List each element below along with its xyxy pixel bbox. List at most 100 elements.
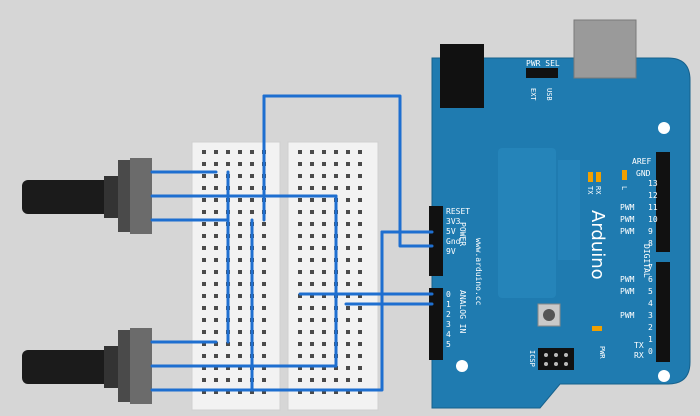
breadboard-hole [214, 282, 218, 286]
breadboard-hole [214, 366, 218, 370]
breadboard-hole [226, 366, 230, 370]
analog-pin-label: 3 [446, 320, 451, 329]
gnd-label: GND [636, 169, 651, 178]
digital-pin-label: 4 [648, 299, 653, 308]
breadboard-hole [202, 294, 206, 298]
breadboard-hole [202, 210, 206, 214]
breadboard-hole [262, 234, 266, 238]
digital-pin-label: 9 [648, 227, 653, 236]
breadboard-hole [238, 342, 242, 346]
breadboard-hole [202, 174, 206, 178]
breadboard-hole [250, 390, 254, 394]
ext-label: EXT [529, 88, 537, 101]
breadboard-hole [214, 258, 218, 262]
breadboard-hole [202, 258, 206, 262]
digital-pin-label: 12 [648, 191, 658, 200]
breadboard-hole [202, 222, 206, 226]
breadboard-hole [298, 222, 302, 226]
breadboard-hole [346, 198, 350, 202]
breadboard-hole [238, 270, 242, 274]
breadboard-hole [358, 270, 362, 274]
breadboard-hole [202, 186, 206, 190]
potentiometer-icon[interactable] [22, 328, 152, 404]
breadboard-hole [262, 222, 266, 226]
breadboard-hole [250, 186, 254, 190]
breadboard-hole [346, 294, 350, 298]
breadboard-hole [310, 210, 314, 214]
breadboard-hole [214, 246, 218, 250]
breadboard-hole [322, 234, 326, 238]
breadboard-hole [358, 186, 362, 190]
breadboard-hole [346, 210, 350, 214]
breadboard-hole [298, 294, 302, 298]
breadboard-hole [298, 198, 302, 202]
breadboard-hole [322, 258, 326, 262]
breadboard-hole [310, 270, 314, 274]
breadboard-hole [202, 282, 206, 286]
breadboard-hole [238, 366, 242, 370]
pwm-label: PWM [620, 227, 635, 236]
breadboard-hole [202, 378, 206, 382]
rx-led-label: RX [594, 186, 602, 195]
breadboard-hole [358, 258, 362, 262]
breadboard-hole [298, 174, 302, 178]
breadboard-hole [310, 390, 314, 394]
breadboard-hole [334, 390, 338, 394]
breadboard-hole [298, 390, 302, 394]
tx-led-label: TX [586, 186, 594, 195]
breadboard-hole [214, 390, 218, 394]
breadboard-hole [322, 150, 326, 154]
wires [150, 94, 434, 392]
breadboard-hole [262, 246, 266, 250]
breadboard-hole [322, 222, 326, 226]
tx-label: TX [634, 341, 644, 350]
breadboard-hole [346, 258, 350, 262]
breadboard-hole [238, 354, 242, 358]
breadboard-hole [310, 366, 314, 370]
digital-pin-label: 1 [648, 335, 653, 344]
potentiometer-icon[interactable] [22, 158, 152, 234]
breadboard-hole [346, 174, 350, 178]
breadboard-hole [334, 150, 338, 154]
board-name: Arduino [587, 210, 608, 280]
breadboard-hole [226, 354, 230, 358]
breadboard-hole [346, 222, 350, 226]
breadboard-hole [346, 150, 350, 154]
breadboard-hole [322, 210, 326, 214]
vin-label: 9V [446, 247, 456, 256]
breadboard-hole [214, 162, 218, 166]
breadboard-hole [262, 354, 266, 358]
breadboard-hole [262, 258, 266, 262]
gnd-pwr-label: Gnd [446, 237, 461, 246]
breadboard-hole [310, 174, 314, 178]
breadboard-hole [310, 318, 314, 322]
breadboard-hole [214, 174, 218, 178]
power-jack-icon [440, 44, 484, 108]
v33-label: 3V3 [446, 217, 461, 226]
breadboard-hole [250, 210, 254, 214]
digital-label: DIGITAL [642, 244, 651, 278]
breadboard-hole [238, 306, 242, 310]
breadboard-hole [238, 150, 242, 154]
digital-pin-label: 0 [648, 347, 653, 356]
breadboard-hole [238, 318, 242, 322]
pwm-label: PWM [620, 203, 635, 212]
breadboard-hole [214, 198, 218, 202]
breadboard-hole [250, 150, 254, 154]
breadboard-hole [226, 378, 230, 382]
breadboard-hole [214, 378, 218, 382]
breadboard-hole [262, 378, 266, 382]
reset-label: RESET [446, 207, 470, 216]
breadboard-hole [238, 294, 242, 298]
breadboard [191, 141, 379, 411]
breadboard-hole [214, 270, 218, 274]
breadboard-hole [298, 354, 302, 358]
breadboard-hole [262, 306, 266, 310]
breadboard-hole [358, 174, 362, 178]
breadboard-hole [346, 342, 350, 346]
digital-pin-label: 10 [648, 215, 658, 224]
analog-pin-label: 1 [446, 300, 451, 309]
breadboard-hole [262, 318, 266, 322]
breadboard-hole [238, 390, 242, 394]
breadboard-hole [310, 306, 314, 310]
